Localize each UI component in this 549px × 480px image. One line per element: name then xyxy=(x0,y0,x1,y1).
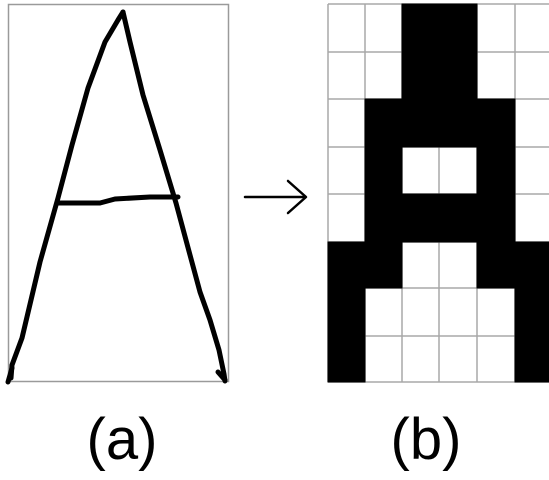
filled-pixel xyxy=(364,146,403,195)
hand-drawn-letter-a xyxy=(5,9,228,385)
filled-pixel xyxy=(401,3,440,53)
filled-pixel xyxy=(401,193,440,243)
right-arrow-icon xyxy=(243,179,308,215)
letter-a-crossbar xyxy=(55,194,181,206)
letter-a-right-foot xyxy=(215,369,228,383)
drawing-frame xyxy=(7,3,230,383)
filled-pixel xyxy=(476,146,516,195)
letter-a-left-foot xyxy=(5,365,15,385)
filled-pixel xyxy=(327,287,366,337)
letter-a-left-stroke xyxy=(8,9,126,381)
caption-b: (b) xyxy=(390,407,462,472)
filled-pixel xyxy=(438,3,478,53)
filled-pixel xyxy=(514,287,549,337)
filled-pixel xyxy=(364,193,403,243)
filled-pixel xyxy=(438,51,478,100)
filled-pixel xyxy=(327,241,366,289)
filled-pixel xyxy=(401,98,440,148)
filled-pixel xyxy=(364,98,403,148)
filled-pixel xyxy=(476,193,516,243)
caption-a: (a) xyxy=(86,407,158,472)
letter-a-right-stroke xyxy=(120,9,228,384)
panel-a xyxy=(5,3,230,385)
filled-pixel xyxy=(438,193,478,243)
pixel-grid xyxy=(327,3,549,383)
filled-pixel xyxy=(438,98,478,148)
filled-pixel xyxy=(476,241,516,289)
filled-pixel xyxy=(476,98,516,148)
filled-pixel xyxy=(364,241,403,289)
filled-pixel xyxy=(514,335,549,383)
filled-pixel xyxy=(401,51,440,100)
arrow-head xyxy=(286,179,308,215)
filled-pixel xyxy=(327,335,366,383)
filled-pixel xyxy=(514,241,549,289)
